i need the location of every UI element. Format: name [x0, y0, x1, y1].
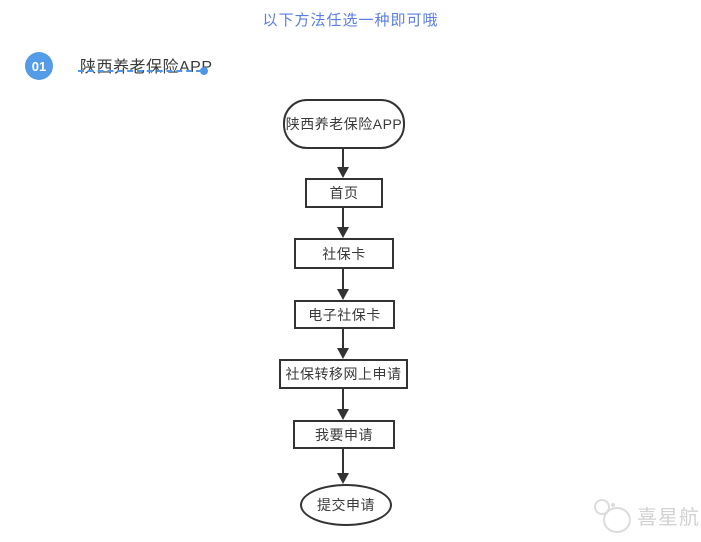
- watermark-planet-icon: [593, 496, 633, 534]
- flow-arrow-down-icon: [337, 208, 349, 238]
- watermark-text: 喜星航: [637, 506, 700, 529]
- flow-node-home: 首页: [305, 178, 383, 208]
- watermark-circle-big: [603, 507, 631, 533]
- flow-node-i-want-to-apply: 我要申请: [293, 420, 395, 449]
- flow-node-start: 陕西养老保险APP: [283, 99, 405, 149]
- section-underline-dot: [200, 67, 208, 75]
- flow-arrow-down-icon: [337, 389, 349, 420]
- watermark: 喜星航: [593, 496, 700, 534]
- flow-node-social-security-card: 社保卡: [294, 238, 394, 269]
- flow-arrow-down-icon: [337, 269, 349, 300]
- flow-node-submit-application: 提交申请: [300, 484, 392, 526]
- top-instruction-text: 以下方法任选一种即可哦: [262, 12, 439, 29]
- section-number-badge: 01: [25, 52, 53, 80]
- flow-arrow-down-icon: [337, 449, 349, 484]
- flow-arrow-down-icon: [337, 329, 349, 359]
- flow-arrow-down-icon: [337, 149, 349, 178]
- flow-node-electronic-card: 电子社保卡: [294, 300, 395, 329]
- watermark-dot: [611, 503, 615, 507]
- section-title: 陕西养老保险APP: [80, 59, 213, 76]
- flow-node-transfer-online-application: 社保转移网上申请: [279, 359, 408, 389]
- watermark-circle-small: [594, 499, 610, 515]
- section-underline-dashed: [78, 70, 202, 72]
